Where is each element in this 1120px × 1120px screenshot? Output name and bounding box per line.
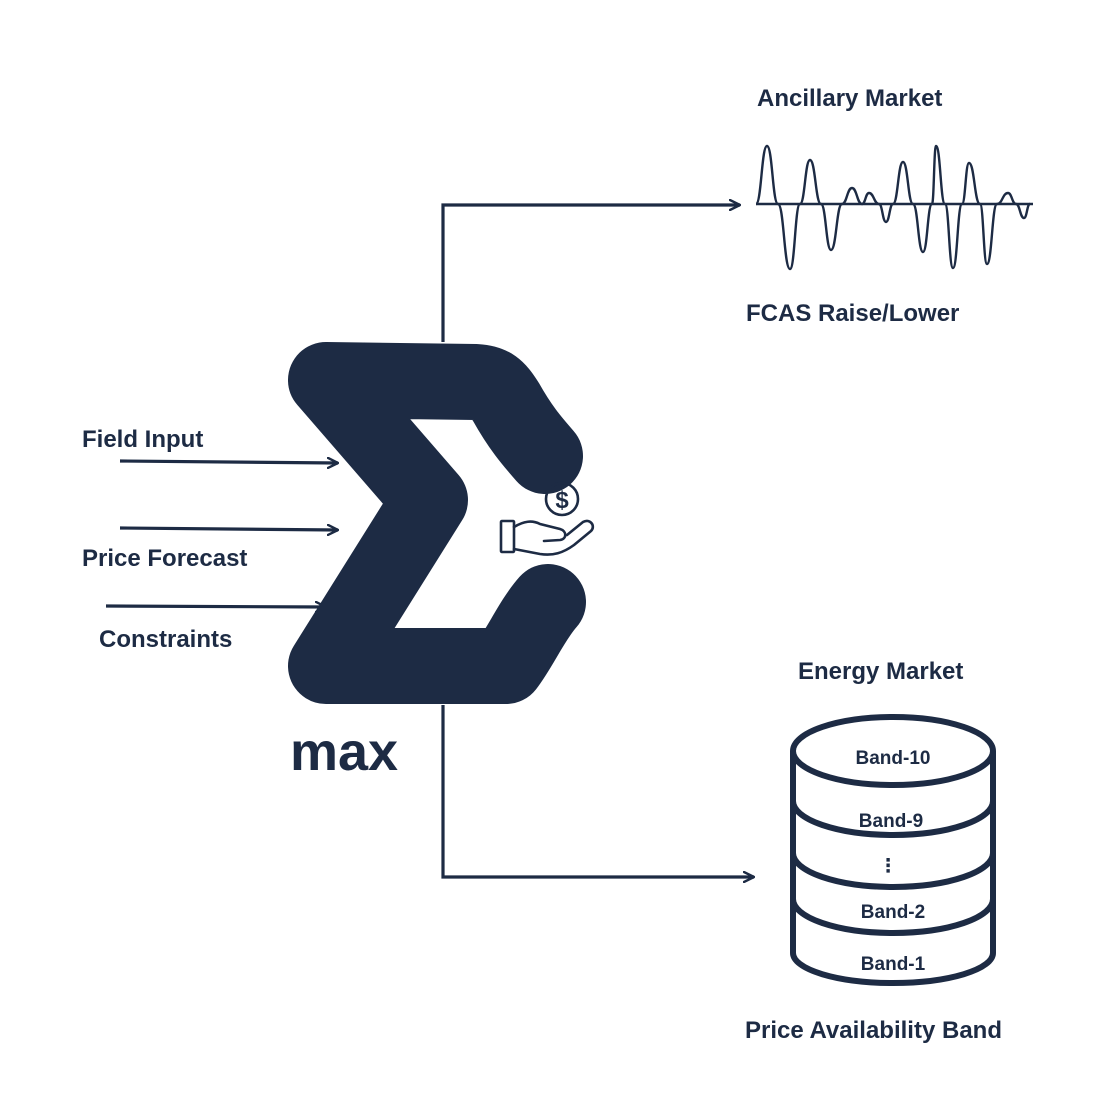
database-stack-icon <box>790 714 996 986</box>
band-labels: Band-10 Band-9 ⋮ Band-2 Band-1 <box>856 748 931 975</box>
inputs-group: Field Input Price Forecast Constraints <box>82 426 338 653</box>
price-availability-band-caption: Price Availability Band <box>745 1017 1002 1044</box>
band-label: Band-1 <box>861 954 926 975</box>
waveform-icon <box>754 144 1033 271</box>
price-forecast-label: Price Forecast <box>82 545 247 572</box>
constraints-arrow <box>105 606 326 607</box>
constraints-label: Constraints <box>99 626 232 653</box>
ancillary-market-title: Ancillary Market <box>757 85 942 112</box>
field-input-arrow <box>119 461 338 463</box>
band-label: Band-2 <box>861 902 925 923</box>
energy-market-title: Energy Market <box>798 658 963 685</box>
output-connectors <box>441 205 754 877</box>
ancillary-connector-arrow <box>441 205 740 342</box>
price-forecast-arrow <box>119 528 338 530</box>
band-label: Band-9 <box>859 811 923 832</box>
energy-connector-arrow <box>441 705 754 877</box>
ancillary-market-group: Ancillary Market FCAS Raise/Lower <box>746 85 1033 327</box>
hand-holding-dollar-icon: $ <box>499 481 595 556</box>
sigma-icon <box>288 342 586 704</box>
ancillary-market-subtitle: FCAS Raise/Lower <box>746 300 959 327</box>
band-ellipsis: ⋮ <box>879 856 898 877</box>
max-operator-label: max <box>290 722 398 782</box>
energy-market-group: Energy Market Band-10 Band-9 ⋮ Band-2 Ba… <box>745 658 1002 1044</box>
svg-text:$: $ <box>555 487 569 514</box>
field-input-label: Field Input <box>82 426 203 453</box>
band-label: Band-10 <box>856 748 931 769</box>
